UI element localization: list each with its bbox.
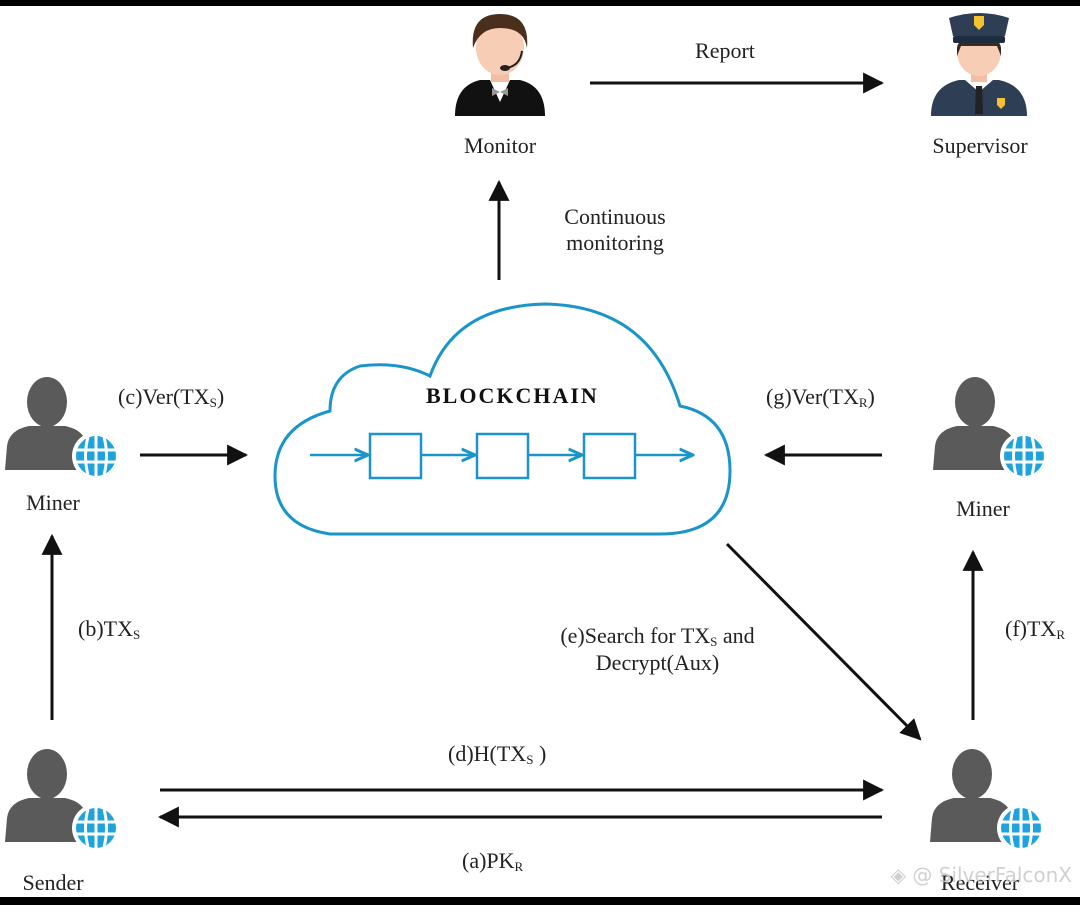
monitoring-label: Continuous monitoring [540, 204, 690, 257]
edge-e-label-line2: Decrypt(Aux) [595, 649, 720, 675]
edge-d-label: (d)H(TXS ) [448, 741, 547, 767]
sender-label: Sender [22, 870, 84, 895]
edge-b-label: (b)TXS [78, 616, 141, 642]
edge-g-label: (g)Ver(TXR) [766, 384, 875, 410]
diagram-canvas: Monitor Supervisor Report Continuous mon… [0, 6, 1080, 897]
block [368, 432, 423, 480]
supervisor-label: Supervisor [932, 133, 1028, 158]
edge-e-label: (e)Search for TXS and Decrypt(Aux) [530, 623, 785, 676]
receiver-user-globe-icon [930, 749, 1045, 852]
edge-f-label: (f)TXR [1005, 616, 1065, 642]
monitor-label: Monitor [463, 133, 537, 158]
miner-right-label: Miner [956, 496, 1010, 521]
blockchain-title: BLOCKCHAIN [426, 383, 599, 408]
arrow-e [725, 542, 922, 741]
edge-e-label-line1: (e)Search for TXS and [560, 623, 755, 649]
edge-a-label: (a)PKR [462, 848, 524, 874]
miner-right-user-globe-icon [933, 377, 1048, 480]
blockchain-cloud-icon [273, 302, 732, 536]
sender-user-globe-icon [5, 749, 120, 852]
report-label: Report [695, 38, 755, 63]
receiver-label: Receiver [940, 870, 1020, 895]
monitoring-label-line2: monitoring [566, 230, 664, 256]
monitor-operator-icon [455, 14, 545, 116]
diagram-graphics [5, 13, 1048, 852]
police-officer-icon [931, 13, 1027, 116]
miner-left-user-globe-icon [5, 377, 120, 480]
miner-left-label: Miner [26, 490, 80, 515]
watermark: ◈ @ SilverFalconX [890, 863, 1072, 887]
block [582, 432, 637, 480]
block [475, 432, 530, 480]
monitoring-label-line1: Continuous [564, 204, 666, 229]
block-chain [310, 432, 693, 480]
edge-c-label: (c)Ver(TXS) [118, 384, 225, 410]
